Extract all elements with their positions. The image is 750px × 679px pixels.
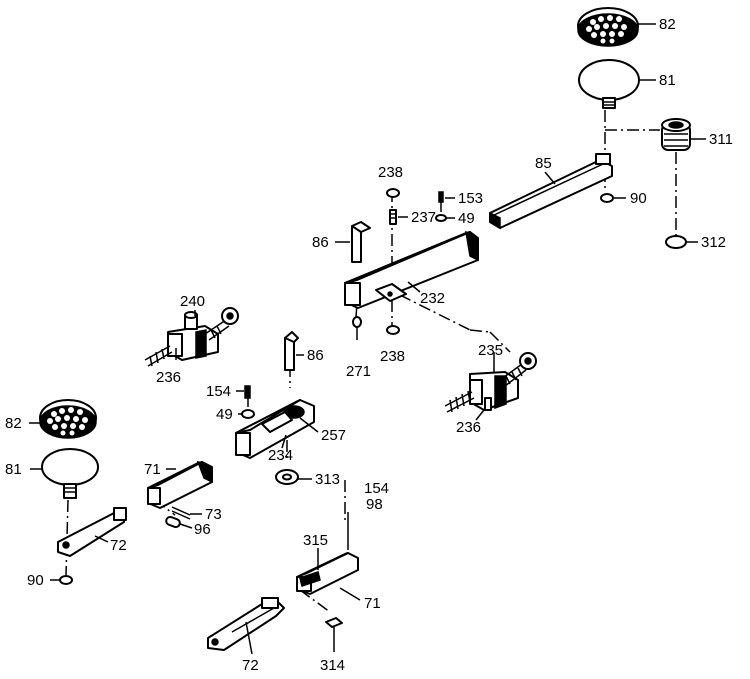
part-238-washer-bottom xyxy=(386,325,400,335)
leader-lines xyxy=(29,23,706,655)
part-82-grille-top xyxy=(577,7,639,47)
callout-72-bottom: 72 xyxy=(242,657,259,674)
callout-234: 234 xyxy=(268,447,293,464)
part-236-clamp-right xyxy=(444,352,537,413)
part-312-ring xyxy=(665,235,687,249)
callout-73: 73 xyxy=(205,506,222,523)
callout-153: 153 xyxy=(458,190,483,207)
part-81-disc-left xyxy=(41,448,99,499)
callout-71-bottom: 71 xyxy=(364,595,381,612)
callout-154-bottom: 154 xyxy=(364,480,389,497)
callout-49-top: 49 xyxy=(458,210,475,227)
part-314-block xyxy=(325,617,343,628)
part-154-screw-left xyxy=(244,385,251,399)
callout-154-left: 154 xyxy=(206,383,231,400)
part-234-arm xyxy=(235,399,315,459)
callout-238-top: 238 xyxy=(378,164,403,181)
part-85-arm xyxy=(489,153,613,230)
callout-72-left: 72 xyxy=(110,537,127,554)
callout-240: 240 xyxy=(180,293,205,310)
callout-314: 314 xyxy=(320,657,345,674)
callout-90-left: 90 xyxy=(27,572,44,589)
callout-238-bottom: 238 xyxy=(380,348,405,365)
callout-236-right: 236 xyxy=(456,419,481,436)
part-96-pin xyxy=(165,515,181,529)
part-90-clip-left xyxy=(59,575,73,585)
callout-labels: 82 81 311 85 90 312 238 153 237 49 86 23… xyxy=(5,16,733,674)
part-71-bracket-bottom xyxy=(296,552,359,595)
callout-235: 235 xyxy=(478,342,503,359)
part-82-grille-left xyxy=(39,399,97,439)
part-71-bracket-left xyxy=(147,460,213,509)
part-72-lever-left xyxy=(57,507,127,557)
callout-232: 232 xyxy=(420,290,445,307)
callout-257: 257 xyxy=(321,427,346,444)
part-311-knob xyxy=(661,118,691,151)
callout-82-left: 82 xyxy=(5,415,22,432)
callout-90-right: 90 xyxy=(630,190,647,207)
part-271-nub xyxy=(352,316,362,328)
part-90-clip-right xyxy=(600,193,614,203)
part-86-pin-mid xyxy=(284,331,299,371)
part-73-spring xyxy=(171,506,191,520)
callout-237: 237 xyxy=(411,209,436,226)
callout-96: 96 xyxy=(194,521,211,538)
callout-311: 311 xyxy=(709,131,733,148)
callout-82-top: 82 xyxy=(659,16,676,33)
callout-98: 98 xyxy=(366,496,383,513)
part-313-washer xyxy=(275,469,299,485)
callout-315: 315 xyxy=(303,532,328,549)
callout-85: 85 xyxy=(535,155,552,172)
callout-81-left: 81 xyxy=(5,461,22,478)
part-232-arm xyxy=(344,230,479,309)
part-49-washer-left xyxy=(241,409,255,419)
callout-86-mid: 86 xyxy=(307,347,324,364)
callout-81-top: 81 xyxy=(659,72,676,89)
part-86-pin-top xyxy=(351,221,371,263)
callout-313: 313 xyxy=(315,471,340,488)
part-236-clamp-left xyxy=(144,307,239,367)
part-81-disc-top xyxy=(578,59,640,109)
callout-49-left: 49 xyxy=(216,406,233,423)
part-49-washer-top xyxy=(435,214,447,222)
callout-271: 271 xyxy=(346,363,371,380)
callout-86-top: 86 xyxy=(312,234,329,251)
part-238-washer-top xyxy=(386,188,400,198)
callout-236-left: 236 xyxy=(156,369,181,386)
part-153-screw xyxy=(438,191,444,203)
part-237-spring xyxy=(389,209,397,225)
callout-71-left: 71 xyxy=(144,461,161,478)
callout-312: 312 xyxy=(701,234,726,251)
